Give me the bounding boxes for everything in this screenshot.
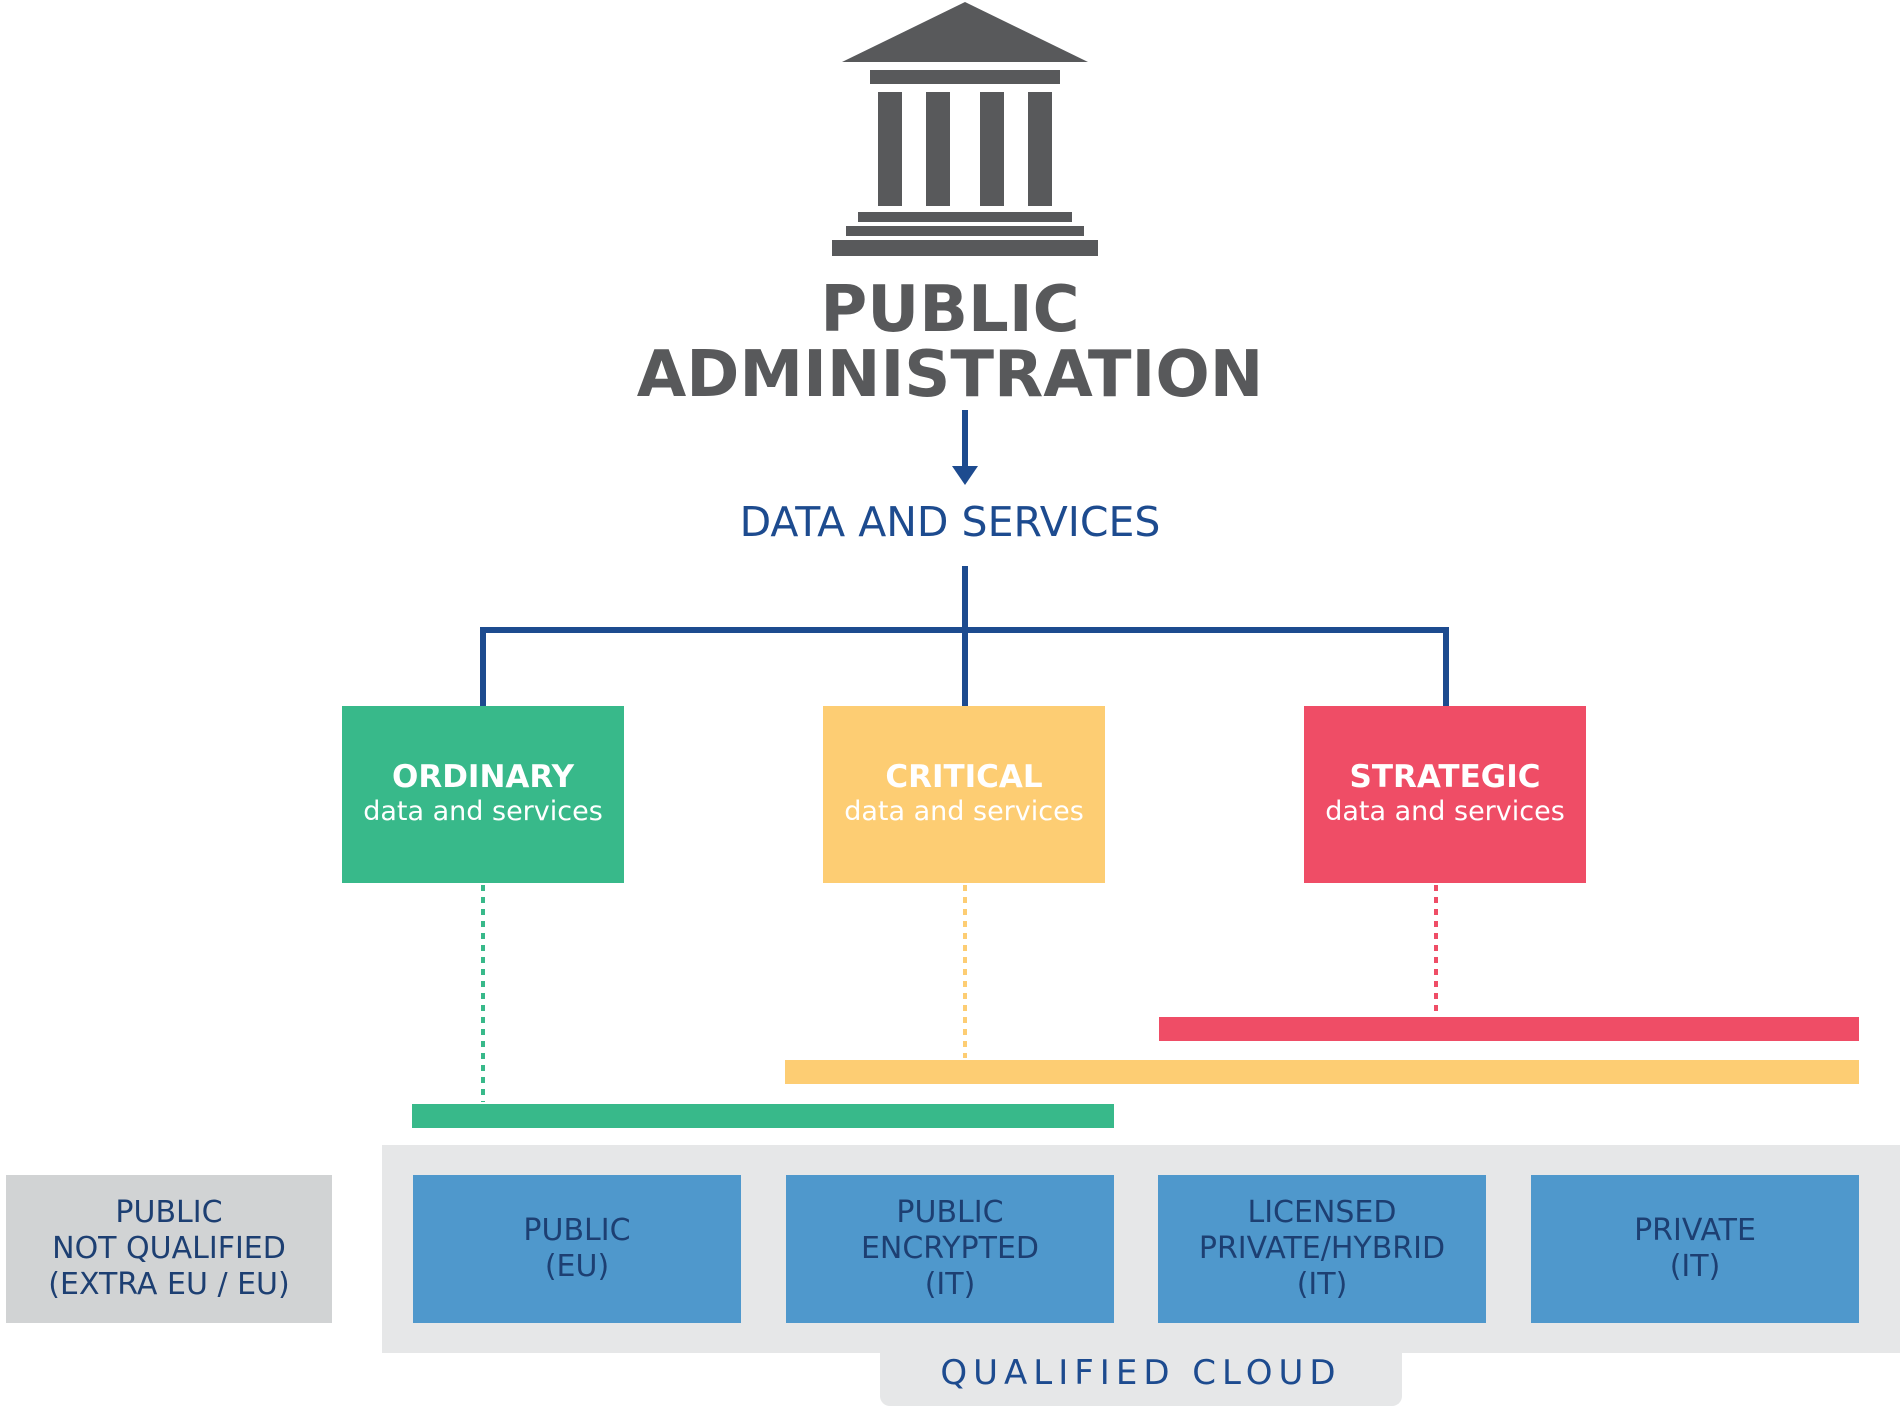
not-qualified-line3: (EXTRA EU / EU) [48, 1267, 290, 1302]
page-title-line1: PUBLIC [820, 273, 1080, 347]
not-qualified-line2: NOT QUALIFIED [52, 1231, 286, 1266]
category-critical-name: CRITICAL [885, 759, 1043, 796]
category-critical-desc: data and services [844, 796, 1084, 828]
cloud-option-line: (EU) [544, 1249, 610, 1284]
critical-coverage-bar [785, 1060, 1859, 1084]
cloud-option-line: ENCRYPTED [860, 1231, 1040, 1266]
cloud-option-public-eu: PUBLIC (EU) [413, 1175, 741, 1323]
cloud-option-line: PRIVATE/HYBRID [1198, 1231, 1446, 1266]
category-critical: CRITICAL data and services [823, 706, 1105, 883]
cloud-option-line: (IT) [1296, 1267, 1348, 1302]
arrow-head [952, 466, 978, 485]
cloud-option-public-encrypted-it: PUBLIC ENCRYPTED (IT) [786, 1175, 1114, 1323]
cloud-option-private-it: PRIVATE (IT) [1531, 1175, 1859, 1323]
strategic-coverage-bar [1159, 1017, 1859, 1041]
cloud-option-line: PUBLIC [523, 1213, 631, 1248]
cloud-option-line: (IT) [924, 1267, 976, 1302]
page-title-line2: ADMINISTRATION [636, 338, 1264, 412]
category-ordinary-name: ORDINARY [391, 759, 575, 796]
category-ordinary-desc: data and services [363, 796, 603, 828]
category-strategic-name: STRATEGIC [1349, 759, 1541, 796]
category-strategic: STRATEGIC data and services [1304, 706, 1586, 883]
ordinary-coverage-bar [412, 1104, 1114, 1128]
cloud-option-line: LICENSED [1247, 1195, 1397, 1230]
cloud-option-licensed-private-hybrid-it: LICENSED PRIVATE/HYBRID (IT) [1158, 1175, 1486, 1323]
category-ordinary: ORDINARY data and services [342, 706, 624, 883]
tree-branches [480, 627, 1449, 706]
cloud-option-line: PUBLIC [896, 1195, 1004, 1230]
cloud-option-line: PRIVATE [1634, 1213, 1756, 1248]
data-and-services-label: DATA AND SERVICES [739, 498, 1161, 546]
cloud-option-line: (IT) [1669, 1249, 1721, 1284]
qualified-cloud-label: QUALIFIED CLOUD [880, 1340, 1402, 1406]
public-not-qualified-box: PUBLIC NOT QUALIFIED (EXTRA EU / EU) [6, 1175, 332, 1323]
government-building-icon [832, 2, 1098, 256]
category-strategic-desc: data and services [1325, 796, 1565, 828]
not-qualified-line1: PUBLIC [115, 1195, 223, 1230]
